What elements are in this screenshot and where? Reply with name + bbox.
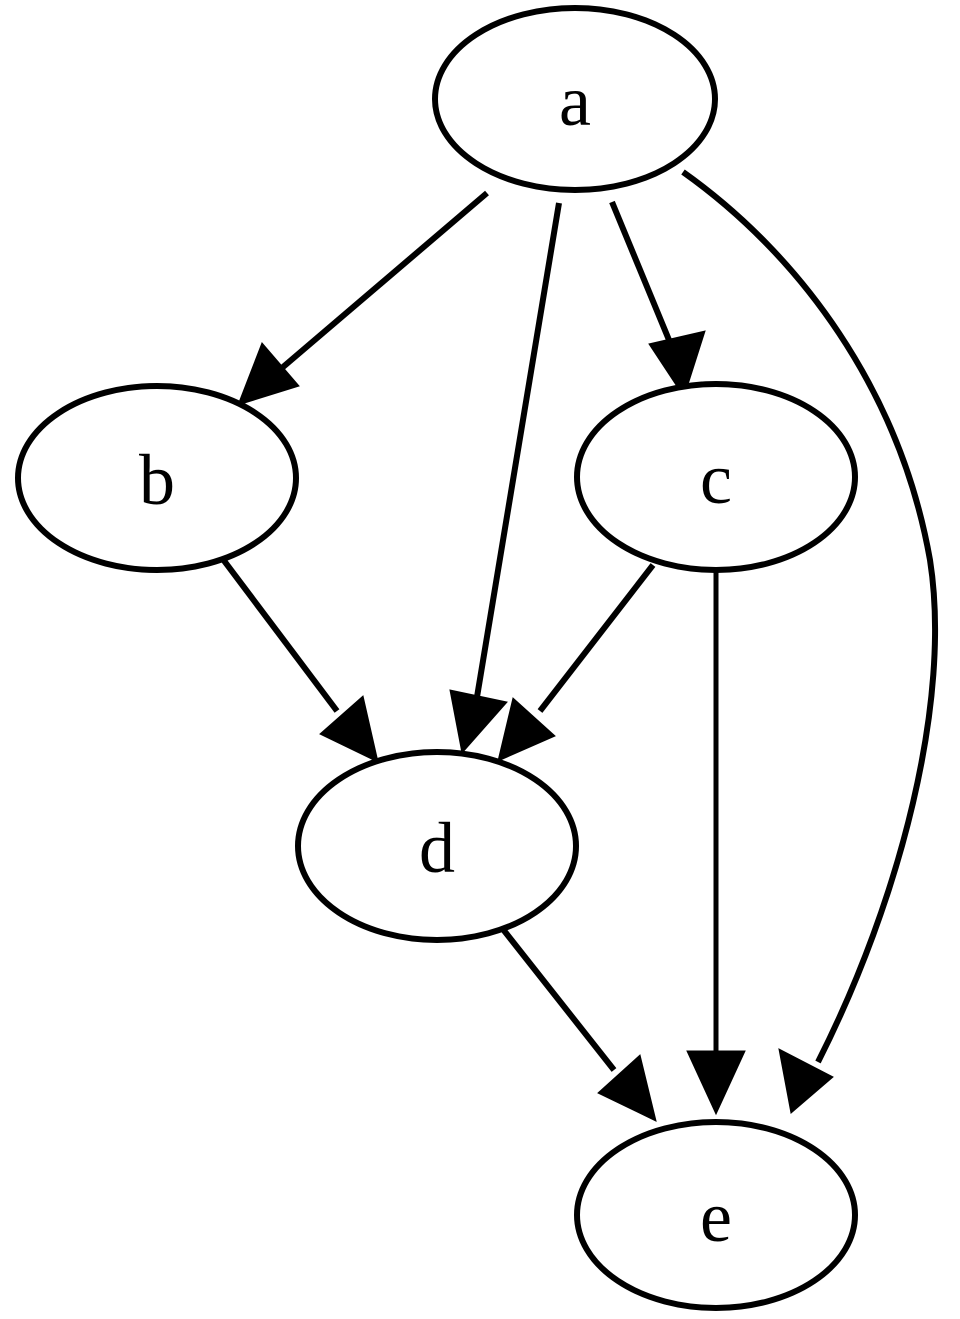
node-d-label: d: [419, 808, 455, 888]
node-c[interactable]: c: [574, 381, 858, 573]
nodes-layer: a b c d e: [15, 5, 858, 1311]
edge-a-to-d[interactable]: [449, 202, 562, 755]
node-d[interactable]: d: [295, 749, 579, 943]
edge-a-to-c-line: [609, 200, 672, 342]
edge-a-to-c[interactable]: [609, 200, 706, 399]
edge-a-to-b-line: [274, 190, 489, 376]
node-e[interactable]: e: [574, 1119, 858, 1311]
edge-c-to-d-line: [537, 563, 656, 713]
node-a-label: a: [559, 61, 591, 141]
edge-a-to-e-arrowhead: [778, 1048, 834, 1114]
edges-layer: [219, 169, 939, 1122]
edge-d-to-e[interactable]: [499, 926, 657, 1122]
edge-a-to-b[interactable]: [237, 190, 489, 406]
edge-a-to-d-line: [474, 202, 562, 698]
edge-b-to-d-arrowhead: [319, 695, 379, 763]
edge-a-to-d-arrowhead: [449, 689, 508, 755]
node-b-label: b: [139, 440, 175, 520]
node-a-ellipse: [432, 5, 718, 193]
node-e-ellipse: [574, 1119, 858, 1311]
node-b-ellipse: [15, 383, 299, 573]
node-c-ellipse: [574, 381, 858, 573]
edge-d-to-e-arrowhead: [597, 1054, 657, 1122]
edge-a-to-c-arrowhead: [648, 330, 706, 399]
edge-a-to-e-curve: [681, 169, 939, 1064]
edge-b-to-d-line: [219, 556, 340, 713]
edge-c-to-d[interactable]: [497, 563, 656, 762]
edge-c-to-e[interactable]: [686, 570, 746, 1116]
edge-c-to-d-arrowhead: [497, 697, 556, 762]
node-a[interactable]: a: [432, 5, 718, 193]
node-b[interactable]: b: [15, 383, 299, 573]
edge-b-to-d[interactable]: [219, 556, 379, 763]
edge-a-to-b-arrowhead: [237, 342, 300, 406]
node-d-ellipse: [295, 749, 579, 943]
node-c-label: c: [700, 439, 732, 519]
edge-d-to-e-line: [499, 926, 617, 1072]
node-e-label: e: [700, 1177, 732, 1257]
edge-a-to-e[interactable]: [681, 169, 939, 1114]
edge-c-to-e-arrowhead: [686, 1050, 746, 1116]
